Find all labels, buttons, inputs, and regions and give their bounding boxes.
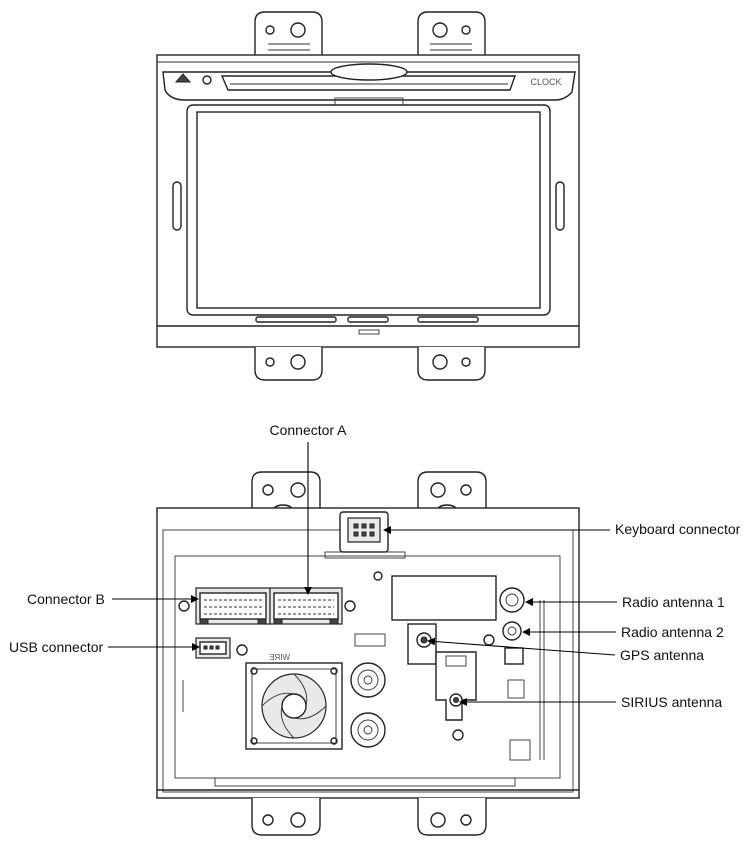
screw-icon — [373, 571, 383, 581]
rear-bottom-right-bracket — [417, 798, 487, 836]
usb-connector — [195, 637, 231, 659]
small-bracket — [504, 647, 524, 665]
top-left-mounting-bracket — [254, 11, 323, 58]
cooling-fan: WIRE — [245, 653, 343, 750]
leader-gps-antenna — [427, 637, 616, 656]
antenna-panel — [391, 575, 497, 621]
callouts: Connector A Keyboard connector Connector… — [9, 422, 741, 710]
bottom-right-mounting-bracket — [417, 347, 486, 381]
front-lower-bezel — [157, 316, 579, 335]
bottom-left-mounting-bracket — [254, 347, 323, 381]
top-right-mounting-bracket — [417, 11, 486, 58]
display-screen — [196, 111, 541, 309]
callout-gps-antenna: GPS antenna — [620, 647, 704, 663]
rear-view: WIRE — [156, 471, 580, 836]
screw-icon — [236, 644, 248, 656]
screw-icon — [452, 729, 464, 741]
callout-radio-antenna-2: Radio antenna 2 — [621, 624, 724, 640]
callout-connector-b: Connector B — [27, 591, 105, 607]
callout-connector-a: Connector A — [269, 422, 347, 438]
radio-antenna-1-port — [499, 587, 525, 613]
callout-radio-antenna-1: Radio antenna 1 — [622, 594, 725, 610]
small-port — [354, 633, 386, 647]
eject-icon — [174, 73, 192, 83]
rear-bottom-left-bracket — [251, 798, 321, 836]
screw-icon — [344, 600, 356, 612]
connector-a — [269, 587, 343, 625]
front-view: CLOCK — [156, 11, 580, 381]
callout-keyboard-connector: Keyboard connector — [615, 521, 741, 537]
round-vent — [350, 712, 386, 748]
connector-b — [195, 587, 271, 625]
front-top-bezel: CLOCK — [162, 63, 576, 107]
fan-marking-label: WIRE — [269, 653, 290, 662]
radio-antenna-2-port — [502, 621, 522, 641]
callout-usb-connector: USB connector — [9, 639, 103, 655]
left-side-slot — [172, 181, 182, 231]
right-side-slot — [555, 181, 565, 231]
clock-button-label: CLOCK — [530, 77, 561, 87]
screw-icon — [483, 634, 495, 646]
callout-sirius-antenna: SIRIUS antenna — [621, 694, 722, 710]
keyboard-connector — [324, 511, 406, 559]
sirius-antenna-block — [435, 651, 477, 721]
power-knob-icon — [202, 75, 212, 85]
round-vent — [350, 662, 386, 698]
screw-icon — [178, 600, 190, 612]
